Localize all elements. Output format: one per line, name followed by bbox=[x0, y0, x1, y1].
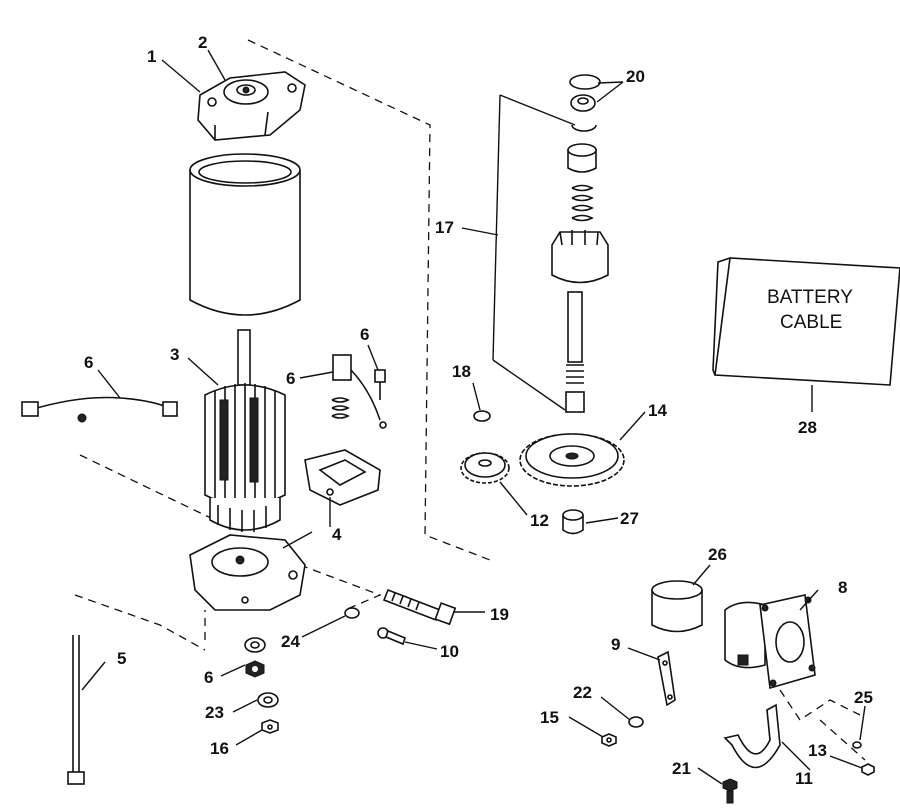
through-bolt bbox=[67, 635, 85, 785]
callout-2: 2 bbox=[198, 33, 207, 52]
solenoid-sleeve bbox=[651, 580, 703, 633]
callout-6-nut: 6 bbox=[204, 668, 213, 687]
mounting-bolt bbox=[382, 588, 457, 626]
callout-1: 1 bbox=[147, 47, 156, 66]
callout-labels: 1 2 3 4 5 6 6 6 6 8 9 10 11 12 13 14 15 … bbox=[84, 33, 873, 788]
small-hardware bbox=[601, 716, 875, 804]
callout-20: 20 bbox=[626, 67, 645, 86]
callout-16: 16 bbox=[210, 739, 229, 758]
callout-17: 17 bbox=[435, 218, 454, 237]
callout-leaders bbox=[81, 49, 866, 785]
cable-label: CABLE bbox=[780, 312, 842, 333]
callout-24: 24 bbox=[281, 632, 300, 651]
brush-lead-wire bbox=[21, 396, 178, 423]
bendix-drive-assembly bbox=[492, 74, 609, 413]
callout-26: 26 bbox=[708, 545, 727, 564]
armature bbox=[204, 329, 286, 532]
callout-28: 28 bbox=[798, 418, 817, 437]
bushing bbox=[562, 509, 584, 535]
callout-22: 22 bbox=[573, 683, 592, 702]
callout-5: 5 bbox=[117, 649, 126, 668]
callout-15: 15 bbox=[540, 708, 559, 727]
connector-strap bbox=[657, 650, 676, 707]
callout-11: 11 bbox=[795, 769, 813, 788]
callout-23: 23 bbox=[205, 703, 224, 722]
callout-9: 9 bbox=[611, 635, 620, 654]
callout-4: 4 bbox=[332, 525, 342, 544]
callout-6-screw: 6 bbox=[360, 325, 369, 344]
callout-18: 18 bbox=[452, 362, 471, 381]
battery-cable-box: BATTERY CABLE bbox=[712, 257, 900, 412]
solenoid-bracket bbox=[723, 703, 781, 769]
callout-6-wire: 6 bbox=[84, 353, 93, 372]
callout-25: 25 bbox=[854, 688, 873, 707]
commutator-end-cap bbox=[189, 534, 306, 611]
brush-spring-assembly bbox=[331, 354, 387, 429]
callout-10: 10 bbox=[440, 642, 459, 661]
callout-14: 14 bbox=[648, 401, 667, 420]
callout-8: 8 bbox=[838, 578, 847, 597]
callout-6-brush: 6 bbox=[286, 369, 295, 388]
screw bbox=[377, 627, 406, 646]
assembly-guide-lines bbox=[74, 39, 866, 761]
washers-and-nuts bbox=[244, 637, 279, 734]
callout-12: 12 bbox=[530, 511, 549, 530]
callout-27: 27 bbox=[620, 509, 639, 528]
callout-19: 19 bbox=[490, 605, 509, 624]
brush-holder-plate bbox=[304, 449, 381, 506]
solenoid bbox=[724, 594, 816, 690]
callout-3: 3 bbox=[170, 345, 179, 364]
callout-13: 13 bbox=[808, 741, 827, 760]
lock-washer bbox=[344, 607, 360, 619]
large-drive-gear bbox=[519, 433, 625, 487]
starter-frame-housing bbox=[189, 153, 301, 316]
drive-end-cap bbox=[197, 71, 306, 141]
pinion-gear bbox=[460, 452, 510, 484]
retaining-clip bbox=[473, 410, 491, 422]
battery-label: BATTERY bbox=[767, 287, 853, 308]
callout-21: 21 bbox=[672, 759, 691, 778]
